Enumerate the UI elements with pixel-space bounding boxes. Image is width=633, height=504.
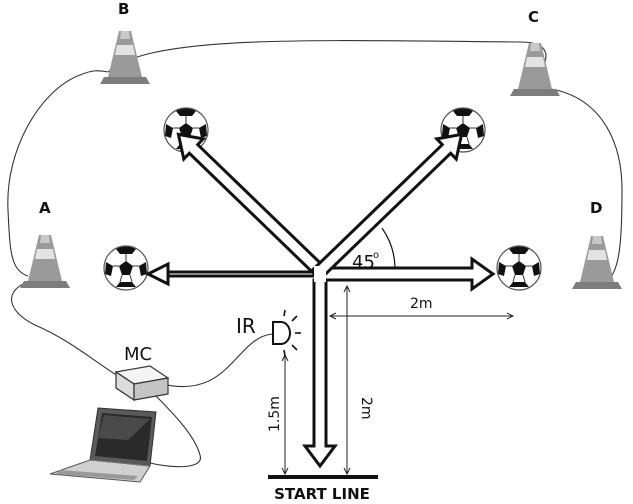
mc-label: MC: [124, 344, 152, 365]
start-line-label: START LINE: [274, 485, 370, 503]
angle-degree-mark: o: [373, 250, 379, 261]
arrow-hub: [314, 266, 326, 282]
arrow-up-left: [176, 132, 330, 281]
soccer-ball-left: [103, 245, 149, 291]
cone-label-d: D: [590, 199, 602, 217]
angle-arc: [381, 227, 396, 269]
soccer-ball-right: [496, 245, 542, 291]
cone-label-b: B: [118, 0, 129, 18]
arrow-right: [322, 256, 496, 292]
dim-vertical-label: 2m: [358, 397, 374, 420]
cone-d: [572, 236, 622, 289]
direction-arrows: [144, 256, 496, 469]
cone-b: [100, 31, 150, 84]
arrow-left: [144, 261, 318, 287]
microcontroller-box-icon: [114, 365, 170, 402]
cone-label-c: C: [528, 8, 539, 26]
ir-sensor-icon: [272, 309, 301, 357]
direction-arrows-diagonal: [176, 132, 464, 281]
dim-horizontal-label: 2m: [410, 296, 433, 312]
dim-ir-height-label: 1.5m: [267, 396, 283, 432]
ir-label: IR: [236, 314, 256, 338]
cone-c: [510, 43, 560, 96]
arrow-up-right: [310, 132, 464, 281]
cone-a: [20, 235, 70, 288]
arrow-down: [302, 278, 338, 469]
cone-label-a: A: [39, 199, 51, 217]
angle-label: 45: [352, 252, 375, 273]
laptop-icon: [49, 407, 157, 483]
